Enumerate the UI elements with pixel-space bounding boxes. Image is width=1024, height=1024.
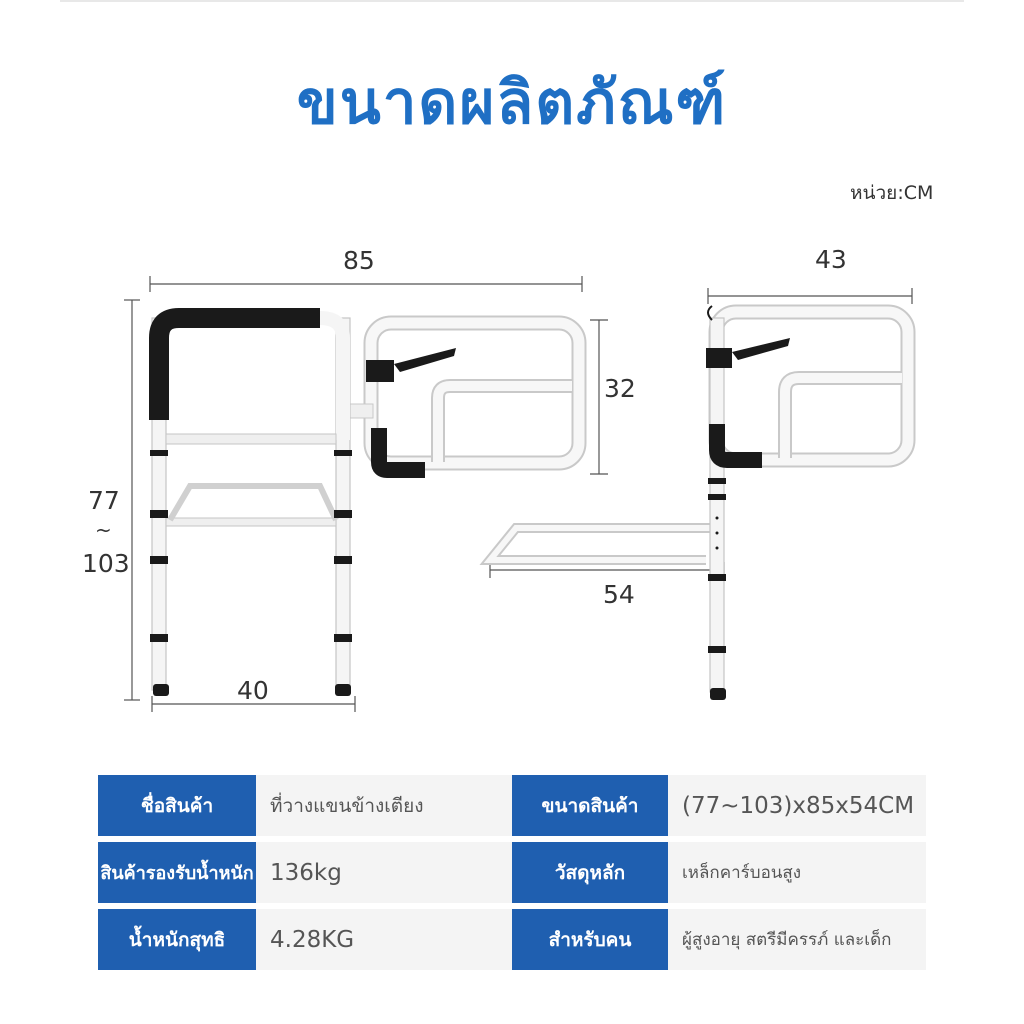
spec-label-capacity: สินค้ารองรับน้ำหนัก	[98, 842, 256, 903]
front-view-rail	[149, 308, 587, 696]
spec-label-suitable-for: สำหรับคน	[512, 909, 668, 970]
panel-height-label: 32	[604, 374, 636, 403]
dimension-lines	[124, 276, 913, 712]
spec-table: ชื่อสินค้า ที่วางแขนข้างเตียง ขนาดสินค้า…	[98, 775, 926, 970]
unit-label: หน่วย:CM	[850, 182, 934, 204]
side-view-rail	[479, 304, 916, 700]
spec-label-material: วัสดุหลัก	[512, 842, 668, 903]
spec-value-net-weight: 4.28KG	[256, 909, 512, 970]
spec-label-net-weight: น้ำหนักสุทธิ	[98, 909, 256, 970]
front-height-sep-label: ~	[95, 518, 112, 542]
product-diagram	[124, 276, 916, 712]
spec-value-dimensions: (77~103)x85x54CM	[668, 775, 926, 836]
front-height-min-label: 77	[88, 486, 120, 515]
base-width-label: 40	[237, 676, 269, 705]
page-title: ขนาดผลิตภัณฑ์	[296, 68, 728, 138]
top-divider	[60, 0, 964, 2]
spec-value-product-name: ที่วางแขนข้างเตียง	[256, 775, 512, 836]
side-depth-label: 54	[603, 580, 635, 609]
spec-value-material: เหล็กคาร์บอนสูง	[668, 842, 926, 903]
spec-value-suitable-for: ผู้สูงอายุ สตรีมีครรภ์ และเด็ก	[668, 909, 926, 970]
side-width-label: 43	[815, 245, 847, 274]
spec-label-dimensions: ขนาดสินค้า	[512, 775, 668, 836]
spec-value-capacity: 136kg	[256, 842, 512, 903]
front-width-label: 85	[343, 246, 375, 275]
spec-label-product-name: ชื่อสินค้า	[98, 775, 256, 836]
front-height-max-label: 103	[82, 549, 130, 578]
